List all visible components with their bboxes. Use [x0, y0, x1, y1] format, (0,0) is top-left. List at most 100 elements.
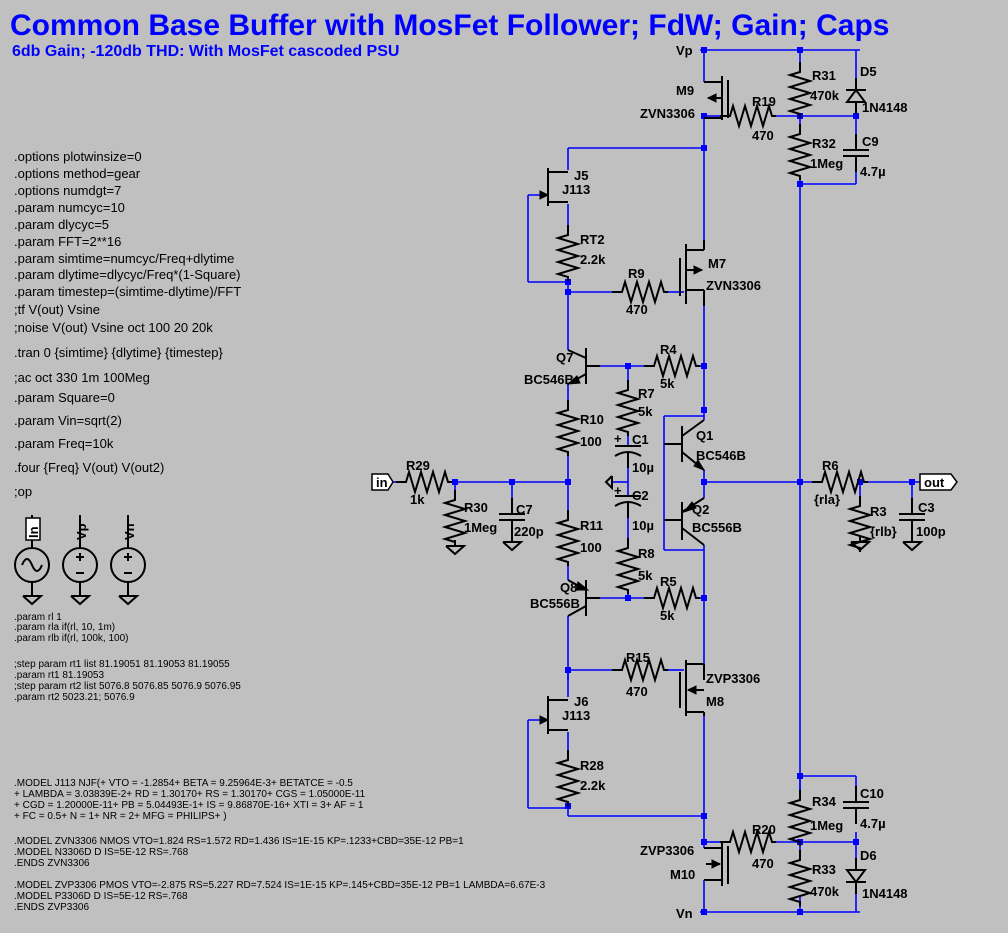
transistor-q8[interactable]: Q8 BC556B: [530, 579, 600, 617]
r32-ref: R32: [812, 136, 836, 151]
j5-ref: J5: [574, 168, 588, 183]
model-line: .ENDS ZVP3306: [14, 902, 89, 913]
m8-ref: M8: [706, 694, 724, 709]
d5-ref: D5: [860, 64, 877, 79]
d6-value: 1N4148: [862, 886, 908, 901]
r9-ref: R9: [628, 266, 645, 281]
mosfet-m10[interactable]: ZVP3306 M10: [640, 842, 729, 886]
r3-value: {rlb}: [870, 524, 897, 539]
directive-line: .param Square=0: [14, 390, 115, 405]
directive-line: .param Vin=sqrt(2): [14, 413, 122, 428]
mosfet-m7[interactable]: M7 ZVN3306: [679, 240, 761, 306]
capacitor-c10[interactable]: C10 4.7µ: [842, 785, 886, 831]
resistor-r33[interactable]: R33 470k: [789, 849, 840, 907]
c3-ref: C3: [918, 500, 935, 515]
r33-ref: R33: [812, 862, 836, 877]
r33-value: 470k: [810, 884, 840, 899]
r29-value: 1k: [410, 492, 425, 507]
directive-line: .param timestep=(simtime-dlytime)/FFT: [14, 284, 241, 299]
r10-value: 100: [580, 434, 602, 449]
resistor-r32[interactable]: R32 1Meg: [789, 123, 843, 181]
q8-ref: Q8: [560, 580, 577, 595]
resistor-rt2[interactable]: RT2 2.2k: [557, 224, 606, 282]
r34-value: 1Meg: [810, 818, 843, 833]
resistor-r8[interactable]: R8 5k: [617, 537, 655, 595]
r10-ref: R10: [580, 412, 604, 427]
resistor-r28[interactable]: R28 2.2k: [557, 749, 606, 807]
model-line: .MODEL J113 NJF(+ VTO = -1.2854+ BETA = …: [14, 778, 353, 789]
r5-ref: R5: [660, 574, 677, 589]
resistor-r7[interactable]: R7 5k: [617, 379, 655, 437]
capacitor-c3[interactable]: C3 100p: [898, 497, 946, 551]
device-models: .MODEL J113 NJF(+ VTO = -1.2854+ BETA = …: [14, 778, 546, 913]
source-vn[interactable]: Vn: [110, 515, 146, 605]
r7-value: 5k: [638, 404, 653, 419]
resistor-r31[interactable]: R31 470k: [789, 61, 840, 119]
d6-ref: D6: [860, 848, 877, 863]
directive-line: ;tf V(out) Vsine: [14, 302, 100, 317]
r4-ref: R4: [660, 342, 677, 357]
resistor-r3[interactable]: R3 {rlb}: [849, 495, 897, 553]
directive-line: ;ac oct 330 1m 100Meg: [14, 370, 150, 385]
voltage-sources: In Vp Vn: [14, 515, 146, 605]
load-params: .param rl 1 .param rla if(rl, 10, 1m) .p…: [14, 612, 129, 644]
c9-value: 4.7µ: [860, 164, 886, 179]
directive-line: .options numdgt=7: [14, 183, 121, 198]
capacitor-c7[interactable]: C7 220p: [498, 497, 544, 551]
resistor-r11[interactable]: R11 100: [557, 509, 603, 567]
step-param-line: ;step param rt2 list 5076.8 5076.85 5076…: [14, 681, 241, 692]
net-out-port[interactable]: out: [919, 473, 958, 491]
source-in[interactable]: In: [14, 515, 50, 605]
step-param-line: .param rt2 5023.21; 5076.9: [14, 692, 135, 703]
step-param-line: .param rt1 81.19053: [14, 670, 104, 681]
resistor-r10[interactable]: R10 100: [557, 399, 604, 457]
source-in-label: In: [26, 526, 41, 538]
net-out-label: out: [924, 475, 945, 490]
model-line: + LAMBDA = 3.03839E-2+ RD = 1.30170+ RS …: [14, 789, 366, 800]
r19-value: 470: [752, 128, 774, 143]
resistor-r4[interactable]: R4 5k: [643, 342, 701, 391]
diode-d6[interactable]: D6 1N4148: [845, 848, 908, 901]
directive-line: .param dlycyc=5: [14, 217, 109, 232]
resistor-r34[interactable]: R34 1Meg: [789, 789, 843, 847]
d5-value: 1N4148: [862, 100, 908, 115]
resistor-r29[interactable]: R29 1k: [395, 458, 453, 507]
directive-line: .param simtime=numcyc/Freq+dlytime: [14, 251, 234, 266]
j6-value: J113: [562, 708, 590, 723]
ground-icon: [604, 475, 613, 491]
m9-value: ZVN3306: [640, 106, 695, 121]
r28-ref: R28: [580, 758, 604, 773]
source-vp[interactable]: Vp: [62, 515, 98, 605]
transistor-q2[interactable]: Q2 BC556B: [664, 497, 742, 546]
net-in-port[interactable]: in: [371, 473, 394, 491]
c10-ref: C10: [860, 786, 884, 801]
transistor-q7[interactable]: Q7 BC546B: [524, 348, 600, 387]
c3-value: 100p: [916, 524, 946, 539]
r11-value: 100: [580, 540, 602, 555]
capacitor-c2[interactable]: + C2 10µ: [614, 483, 654, 533]
source-vp-label: Vp: [74, 523, 89, 540]
directive-line: .four {Freq} V(out) V(out2): [14, 460, 164, 475]
diode-d5[interactable]: D5 1N4148: [845, 64, 908, 115]
q2-value: BC556B: [692, 520, 742, 535]
capacitor-c1[interactable]: + C1 10µ: [614, 431, 654, 475]
resistor-r15[interactable]: R15 470: [611, 650, 669, 699]
resistor-r5[interactable]: R5 5k: [643, 574, 701, 623]
step-param-line: ;step param rt1 list 81.19051 81.19053 8…: [14, 659, 230, 670]
transistor-q1[interactable]: Q1 BC546B: [664, 419, 746, 472]
r19-ref: R19: [752, 94, 776, 109]
resistor-r19[interactable]: R19 470: [719, 94, 777, 143]
resistor-r20[interactable]: R20 470: [719, 822, 777, 871]
mosfet-m9[interactable]: M9 ZVN3306: [640, 76, 729, 121]
junction-dots: [452, 47, 915, 915]
resistor-r30[interactable]: R30 1Meg: [444, 489, 497, 555]
resistor-r9[interactable]: R9 470: [611, 266, 669, 317]
mosfet-m8[interactable]: ZVP3306 M8: [679, 660, 760, 716]
jfet-j6[interactable]: J6 J113: [539, 694, 590, 734]
rt2-value: 2.2k: [580, 252, 606, 267]
r15-ref: R15: [626, 650, 650, 665]
resistor-r6[interactable]: R6 {rla}: [811, 458, 869, 507]
r20-value: 470: [752, 856, 774, 871]
jfet-j5[interactable]: J5 J113: [539, 168, 590, 206]
capacitor-c9[interactable]: C9 4.7µ: [842, 133, 886, 179]
